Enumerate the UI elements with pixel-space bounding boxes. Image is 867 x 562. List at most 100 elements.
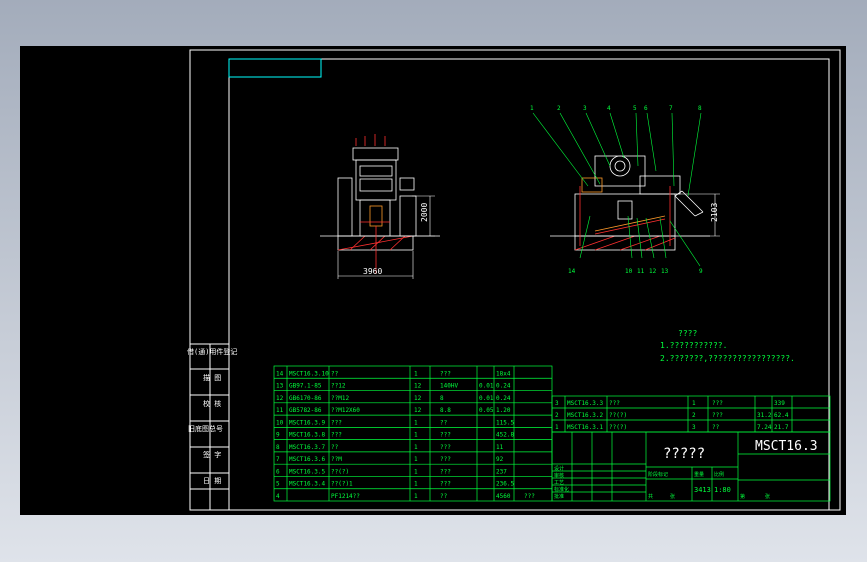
bom-cell-code: MSCT16.3.8 (289, 432, 326, 439)
bom-right-name: ??(?) (609, 424, 627, 431)
bom-cell-name: ??(?)1 (331, 481, 353, 488)
bom-cell-total-weight: 11 (496, 444, 504, 451)
outer-frame (189, 49, 841, 511)
bom-right-material: ??? (712, 400, 723, 407)
bom-cell-note: ??? (524, 493, 535, 500)
callout-3: 3 (583, 105, 587, 112)
bom-cell-code: MSCT16.3.7 (289, 444, 326, 451)
bom-cell-material: ??? (440, 456, 451, 463)
callout-9: 9 (699, 268, 703, 275)
bom-cell-qty: 12 (414, 395, 422, 402)
strip-label-5: 签 字 (203, 450, 221, 459)
tb-label-standard: 标准化 (554, 486, 569, 493)
bom-cell-name: ?? (331, 444, 339, 451)
bom-cell-total-weight: 452.8 (496, 432, 514, 439)
bom-right-material: ?? (712, 424, 720, 431)
bom-cell-name: ??M12 (331, 395, 349, 402)
bom-cell-material: 8.8 (440, 407, 451, 414)
stage-label: 阶段标记 (648, 471, 668, 478)
bom-cell-name: ?? (331, 370, 339, 377)
bom-cell-material: ?? (440, 419, 448, 426)
bom-right-code: MSCT16.3.1 (567, 424, 604, 431)
tb-label-review: 审核 (554, 472, 564, 479)
strip-label-2: 描 图 (203, 373, 221, 382)
bom-cell-qty: 1 (414, 432, 418, 439)
inner-frame (228, 58, 830, 511)
bom-cell-code: MSCT16.3.5 (289, 468, 326, 475)
bom-cell-no: 5 (276, 481, 280, 488)
bom-cell-no: 6 (276, 468, 280, 475)
bom-cell-no: 7 (276, 456, 280, 463)
bom-cell-qty: 1 (414, 370, 418, 377)
bom-cell-total-weight: 0.24 (496, 383, 511, 390)
leader-lines (532, 112, 702, 267)
bom-cell-no: 11 (276, 407, 284, 414)
bom-cell-unit-weight: 0.05 (479, 407, 494, 414)
bom-right-no: 3 (555, 400, 559, 407)
bom-cell-material: ?? (440, 493, 448, 500)
scale-value: 1:80 (714, 486, 731, 494)
bom-right-total-weight: 62.4 (774, 412, 789, 419)
bom-cell-code: MSCT16.3.9 (289, 419, 326, 426)
weight-value: 3413 (694, 486, 711, 494)
callout-6: 6 (644, 105, 648, 112)
bom-right-code: MSCT16.3.2 (567, 412, 604, 419)
bom-cell-no: 8 (276, 444, 280, 451)
left-strip (190, 343, 229, 510)
tb-label-sheets: 张 (670, 493, 675, 500)
callout-5: 5 (633, 105, 637, 112)
bom-cell-total-weight: 115.5 (496, 419, 514, 426)
bom-right-qty: 3 (692, 424, 696, 431)
bom-cell-material: 8 (440, 395, 444, 402)
bom-right-qty: 2 (692, 412, 696, 419)
callout-13: 13 (661, 268, 669, 275)
bom-cell-name: ??M12X60 (331, 407, 360, 414)
bom-cell-total-weight: 4560 (496, 493, 511, 500)
title-block (551, 395, 831, 502)
bom-cell-qty: 1 (414, 481, 418, 488)
bom-cell-qty: 1 (414, 468, 418, 475)
bom-cell-material: 140HV (440, 383, 458, 390)
bom-right-unit-weight: 31.2 (757, 412, 772, 419)
drawing-number: MSCT16.3 (755, 439, 818, 454)
bom-cell-total-weight: 236.5 (496, 481, 514, 488)
bom-cell-total-weight: 0.24 (496, 395, 511, 402)
bom-right-total-weight: 339 (774, 400, 785, 407)
strip-label-4: 旧底图总号 (188, 424, 223, 433)
weight-label: 重量 (694, 471, 704, 478)
bom-cell-total-weight: 92 (496, 456, 504, 463)
bom-cell-qty: 12 (414, 407, 422, 414)
bom-cell-name: ??M (331, 456, 342, 463)
bom-cell-code: GB5782-86 (289, 407, 322, 414)
bom-right-no: 1 (555, 424, 559, 431)
side-height-dim: 2103 (710, 203, 719, 222)
callout-12: 12 (649, 268, 657, 275)
bom-cell-code: GB6170-86 (289, 395, 322, 402)
callout-10: 10 (625, 268, 633, 275)
bom-cell-no: 13 (276, 383, 284, 390)
cad-drawing: 借(通)用件登记 描 图 校 核 旧底图总号 签 字 日 期 3960 (187, 49, 841, 511)
bom-cell-total-weight: 237 (496, 468, 507, 475)
bom-cell-code: GB97.1-85 (289, 383, 322, 390)
callout-14: 14 (568, 268, 576, 275)
bom-cell-total-weight: 18x4 (496, 370, 511, 377)
bom-right-qty: 1 (692, 400, 696, 407)
callout-1: 1 (530, 105, 534, 112)
bom-cell-code: MSCT16.3.6 (289, 456, 326, 463)
front-height-dim: 2000 (420, 203, 429, 222)
bom-cell-qty: 1 (414, 456, 418, 463)
strip-label-3: 校 核 (203, 399, 221, 408)
bom-cell-no: 10 (276, 419, 284, 426)
callout-7: 7 (669, 105, 673, 112)
bom-right-name: ??? (609, 400, 620, 407)
side-dims (680, 193, 720, 237)
drawing-canvas[interactable]: 借(通)用件登记 描 图 校 核 旧底图总号 签 字 日 期 3960 (20, 46, 846, 515)
bom-cell-name: ??(?) (331, 468, 349, 475)
bom-cell-name: PF1214?? (331, 493, 360, 500)
tb-label-design: 设计 (554, 465, 564, 472)
bom-right-code: MSCT16.3.3 (567, 400, 604, 407)
front-view (320, 134, 440, 274)
bom-cell-material: ??? (440, 444, 451, 451)
